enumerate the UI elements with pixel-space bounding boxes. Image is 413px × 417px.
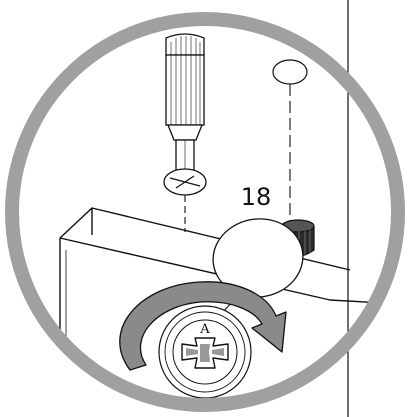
detail-frame-ring xyxy=(5,12,405,412)
callout-oval xyxy=(212,218,304,298)
screw-head-mark: A xyxy=(199,322,210,337)
screwdriver-icon xyxy=(163,33,207,196)
step-number: 18 xyxy=(241,183,272,211)
detail-view: A xyxy=(59,33,393,400)
cross-head-screw-icon: A xyxy=(158,305,252,399)
cover-cap-icon xyxy=(272,59,308,85)
rotate-clockwise-arrow-icon xyxy=(119,281,287,371)
